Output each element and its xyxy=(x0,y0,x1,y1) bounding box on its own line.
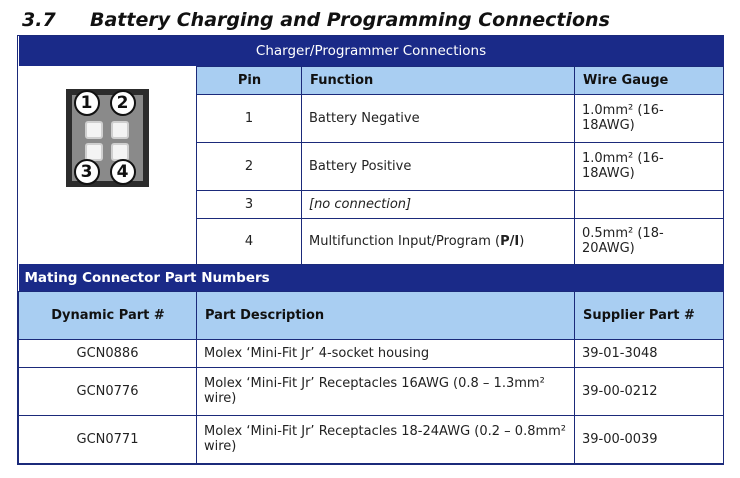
wire-gauge-header: Wire Gauge xyxy=(573,65,725,95)
function-cell: Battery Negative xyxy=(301,93,575,143)
connector-image-cell: 1 2 3 4 xyxy=(18,66,197,264)
charger-section-title: Charger/Programmer Connections xyxy=(18,36,724,66)
function-header: Function xyxy=(301,65,575,95)
pin-cell: 2 xyxy=(196,141,302,191)
pin-4-label: 4 xyxy=(109,159,136,185)
pin-header: Pin xyxy=(196,65,302,95)
section-heading: 3.7 Battery Charging and Programming Conn… xyxy=(22,9,610,31)
pin-2-label: 2 xyxy=(109,90,136,116)
supplier-part-header: Supplier Part # xyxy=(573,290,725,340)
pin-cell: 4 xyxy=(196,217,302,265)
pin-1-label: 1 xyxy=(73,90,100,116)
supplier-cell: 39-00-0212 xyxy=(573,366,725,416)
function-code: P/I xyxy=(500,233,520,249)
connections-table: Charger/Programmer Connections 1 2 3 4 P… xyxy=(17,35,725,465)
description-cell: Molex ‘Mini-Fit Jr’ Receptacles 16AWG (0… xyxy=(196,366,575,416)
gauge-cell: 1.0mm² (16-18AWG) xyxy=(573,141,725,191)
table-row: GCN0776 Molex ‘Mini-Fit Jr’ Receptacles … xyxy=(18,366,725,416)
gauge-cell: 0.5mm² (18-20AWG) xyxy=(573,217,725,265)
description-cell: Molex ‘Mini-Fit Jr’ Receptacles 18-24AWG… xyxy=(196,414,575,464)
section-title: Battery Charging and Programming Connect… xyxy=(90,9,610,31)
mating-section-title: Mating Connector Part Numbers xyxy=(18,264,724,291)
connector-image: 1 2 3 4 xyxy=(65,89,149,187)
function-cell: Multifunction Input/Program (P/I) xyxy=(301,217,575,265)
table-row: GCN0771 Molex ‘Mini-Fit Jr’ Receptacles … xyxy=(18,414,725,464)
pin-cell: 3 xyxy=(196,189,302,219)
function-text: Multifunction Input/Program ( xyxy=(309,233,501,249)
description-cell: Molex ‘Mini-Fit Jr’ 4-socket housing xyxy=(196,338,575,368)
function-cell: Battery Positive xyxy=(301,141,575,191)
part-cell: GCN0776 xyxy=(18,366,197,416)
table-row: 4 Multifunction Input/Program (P/I) 0.5m… xyxy=(19,217,725,265)
table-row: 1 Battery Negative 1.0mm² (16-18AWG) xyxy=(19,93,725,143)
supplier-cell: 39-00-0039 xyxy=(573,414,725,464)
pin-3-label: 3 xyxy=(73,159,100,185)
section-number: 3.7 xyxy=(22,9,56,31)
function-cell: [no connection] xyxy=(301,189,575,219)
pin-cell: 1 xyxy=(196,93,302,143)
function-text-end: ) xyxy=(519,233,525,249)
supplier-cell: 39-01-3048 xyxy=(573,338,725,368)
part-cell: GCN0886 xyxy=(18,338,197,368)
dynamic-part-header: Dynamic Part # xyxy=(18,290,197,340)
gauge-cell: 1.0mm² (16-18AWG) xyxy=(573,93,725,143)
table-row: 3 [no connection] xyxy=(19,189,725,219)
table-row: GCN0886 Molex ‘Mini-Fit Jr’ 4-socket hou… xyxy=(18,338,725,368)
part-cell: GCN0771 xyxy=(18,414,197,464)
part-description-header: Part Description xyxy=(196,290,575,340)
gauge-cell xyxy=(573,189,725,219)
